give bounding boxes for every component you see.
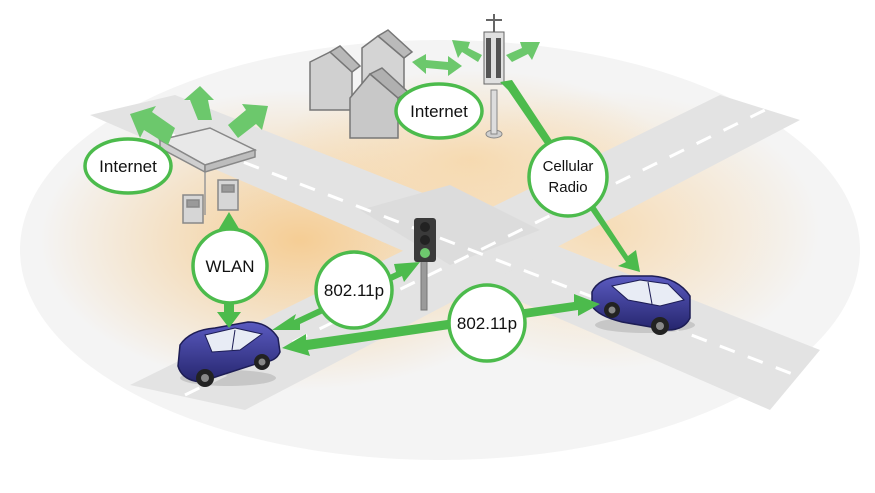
internet-station-bubble: Internet	[83, 137, 173, 195]
v2i-label: 802.11p	[324, 281, 384, 300]
cellular-label-line1: Cellular	[543, 158, 594, 175]
internet-houses-label: Internet	[410, 102, 468, 121]
road-intersection	[90, 95, 820, 410]
v2i-bubble: 802.11p	[314, 250, 394, 330]
internet-houses-bubble: Internet	[394, 82, 484, 140]
v2v-label: 802.11p	[457, 314, 517, 333]
cellular-label-line2: Radio	[548, 179, 587, 196]
car-icon	[177, 321, 281, 387]
wlan-label: WLAN	[205, 257, 254, 276]
internet-station-label: Internet	[99, 157, 157, 176]
v2v-arrow	[282, 294, 600, 356]
gas-station-icon	[157, 127, 258, 224]
cell-tower-icon	[483, 14, 505, 139]
car-icon	[591, 275, 695, 335]
houses-icon	[309, 29, 414, 139]
traffic-light-icon	[414, 218, 436, 311]
gas-station-broadcast-arrows	[130, 86, 268, 145]
cellular-radio-bubble: Cellular Radio	[527, 136, 609, 218]
cell-tower-broadcast-arrows	[452, 40, 540, 62]
wlan-bubble: WLAN	[191, 227, 269, 305]
houses-internet-arrow	[412, 54, 462, 76]
v2v-bubble: 802.11p	[447, 283, 527, 363]
house-icon	[309, 45, 362, 111]
